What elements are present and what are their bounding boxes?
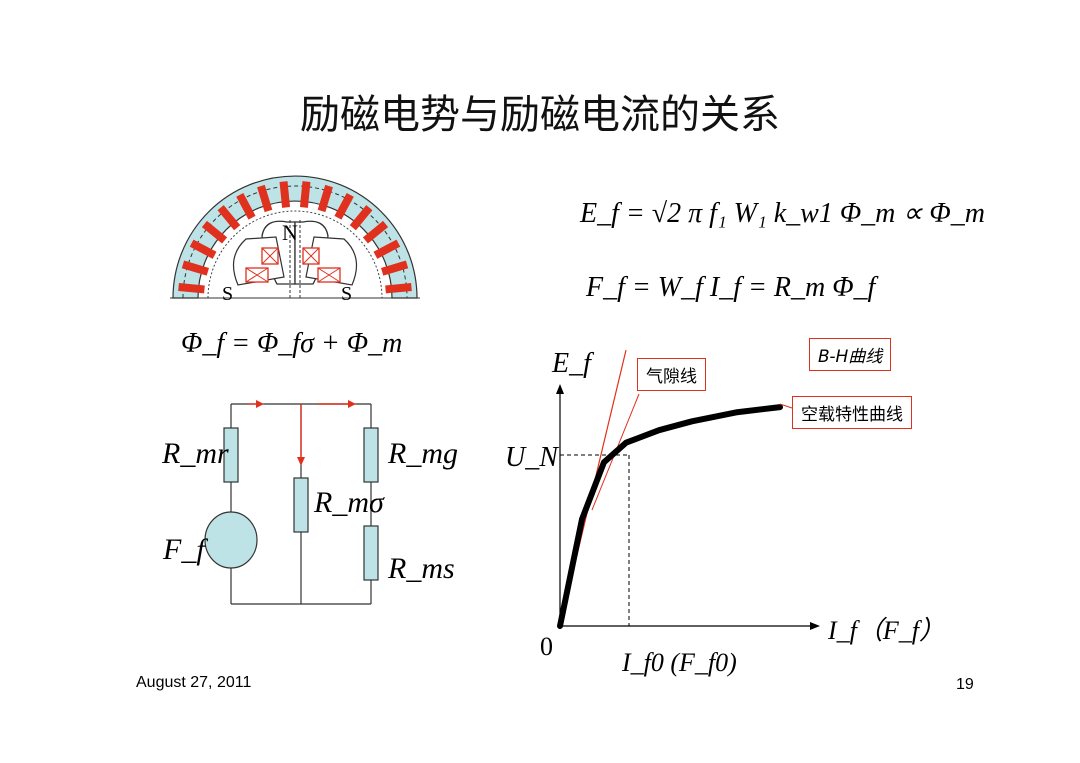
bh-curve-callout: B-H曲线 bbox=[809, 338, 892, 371]
mmf-source bbox=[204, 511, 258, 569]
un-label: U_N bbox=[505, 442, 558, 473]
stator-slot bbox=[178, 282, 205, 294]
resistor-rmsigma bbox=[293, 477, 309, 533]
south-pole-right-label: S bbox=[341, 283, 353, 305]
machine-cross-section bbox=[170, 175, 420, 299]
north-pole-label: N bbox=[282, 220, 298, 245]
field-coil-left bbox=[245, 247, 279, 283]
rmr-label: R_mr bbox=[162, 437, 229, 470]
stator-slot bbox=[380, 260, 409, 276]
mmf-equation: F_f = W_f I_f = R_m Φ_f bbox=[586, 272, 876, 303]
magnetic-circuit bbox=[204, 403, 379, 605]
y-axis-arrow bbox=[556, 384, 564, 394]
resistor-rmg bbox=[363, 427, 379, 483]
air-gap-callout: 气隙线 bbox=[637, 358, 706, 391]
rmsigma-label: R_mσ bbox=[314, 486, 384, 519]
stator-slot bbox=[201, 220, 228, 244]
page-number: 19 bbox=[956, 676, 974, 693]
rms-label: R_ms bbox=[388, 552, 455, 585]
south-pole-left-label: S bbox=[222, 283, 234, 305]
stator-slot bbox=[349, 205, 373, 231]
footer-date: August 27, 2011 bbox=[136, 674, 252, 691]
stator-slot bbox=[317, 184, 333, 213]
stator-slot bbox=[373, 239, 401, 259]
stator-slot bbox=[385, 282, 412, 294]
stator-slot bbox=[299, 181, 311, 208]
field-coil-right bbox=[302, 247, 341, 283]
stator-slot bbox=[334, 192, 354, 220]
characteristic-graph bbox=[556, 349, 820, 630]
y-axis-label: E_f bbox=[552, 348, 591, 379]
x-axis-arrow bbox=[810, 622, 820, 630]
origin-label: 0 bbox=[540, 632, 553, 661]
rotor-dotted-circle bbox=[207, 210, 383, 299]
page-title: 励磁电势与励磁电流的关系 bbox=[300, 92, 780, 138]
stator-slot bbox=[189, 239, 217, 259]
resistor-rmr bbox=[223, 427, 239, 483]
stator-slot bbox=[257, 184, 273, 213]
no-load-callout: 空载特性曲线 bbox=[792, 396, 912, 429]
no-load-curve bbox=[557, 404, 783, 629]
rmg-label: R_mg bbox=[388, 437, 458, 470]
resistor-rms bbox=[363, 525, 379, 581]
ff-source-label: F_f bbox=[163, 533, 205, 566]
x-axis-label: I_f（F_f） bbox=[828, 616, 945, 645]
stator-slot bbox=[181, 260, 210, 276]
stator-slot bbox=[279, 181, 291, 208]
flux-equation: Φ_f = Φ_fσ + Φ_m bbox=[181, 328, 403, 359]
no-load-callout-leader bbox=[779, 403, 793, 409]
stator-slot bbox=[236, 192, 256, 220]
stator-slot bbox=[362, 220, 389, 244]
if0-label: I_f0 (F_f0) bbox=[622, 648, 737, 677]
flux-arrows bbox=[248, 400, 356, 466]
emf-equation: E_f = √2 π f₁ W₁ k_w1 Φ_m ∝ Φ_m bbox=[580, 198, 985, 229]
stator-slots bbox=[178, 181, 412, 294]
stator-slot bbox=[217, 205, 241, 231]
